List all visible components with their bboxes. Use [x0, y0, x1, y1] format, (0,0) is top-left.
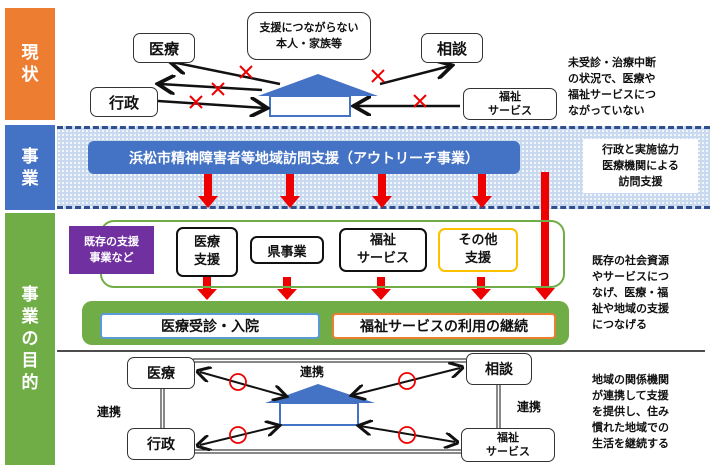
note-line: やサービスにつ — [592, 270, 669, 283]
node-consult-goal: 相談 — [466, 353, 532, 385]
node-admin-current: 行政 — [90, 87, 158, 117]
section-label-project: 事業 — [5, 125, 55, 210]
section-label-purpose: 事業の目的 — [5, 213, 55, 465]
house-body-current — [269, 95, 351, 117]
note-line: 既存の社会資源 — [592, 254, 669, 267]
section-label-current: 現状 — [5, 8, 55, 120]
project-title: 浜松市精神障害者等地域訪問支援（アウトリーチ事業） — [129, 150, 479, 167]
node-welfare-current: 福祉サービス — [463, 88, 557, 120]
note-line: 福祉サービスにつ — [568, 88, 656, 101]
note-line: 祉や地域の支援 — [592, 302, 669, 315]
node-welfare-current-label-2: サービス — [488, 104, 532, 117]
note-line: ながっていない — [568, 104, 645, 117]
house-roof-current — [258, 74, 378, 96]
link-label-left: 連携 — [97, 405, 122, 419]
section-label-current-text: 現状 — [21, 43, 39, 85]
note-line: なげ、医療・福 — [592, 286, 669, 299]
note-line: 未受診・治療中断 — [568, 56, 656, 69]
note-existing: 既存の社会資源 やサービスにつ なげ、医療・福 祉や地域の支援 につなげる — [592, 253, 669, 333]
node-medical-current: 医療 — [133, 33, 195, 63]
note-line: を提供し、住み — [592, 405, 669, 418]
disconnect-marks — [189, 65, 427, 109]
node-welfare-current-label-1: 福祉 — [499, 90, 521, 103]
note-current: 未受診・治療中断 の状況で、医療や 福祉サービスにつ ながっていない — [568, 55, 656, 119]
note-line: が連携して支援 — [592, 389, 669, 402]
flow-arrows — [197, 172, 555, 300]
support-welfare-line-1: 福祉 — [369, 233, 396, 248]
support-prefecture-label: 県事業 — [267, 244, 307, 260]
note-line: につなげる — [592, 318, 647, 331]
note-line: 慣れた地域での — [592, 421, 669, 434]
support-other: その他支援 — [438, 228, 518, 272]
support-medical-line-2: 支援 — [193, 253, 220, 268]
node-admin-current-label: 行政 — [108, 93, 139, 112]
link-label-center: 連携 — [300, 365, 325, 379]
outcome-welfare-label: 福祉サービスの利用の継続 — [360, 319, 528, 335]
node-consult-goal-label: 相談 — [485, 362, 513, 378]
connect-marks — [229, 372, 416, 444]
existing-label-line-1: 既存の支援 — [84, 235, 139, 248]
outcome-welfare: 福祉サービスの利用の継続 — [332, 313, 556, 339]
section-label-project-text: 事業 — [21, 146, 39, 189]
node-medical-current-label: 医療 — [148, 39, 179, 58]
note-line: の状況で、医療や — [568, 72, 656, 85]
house-body-goal — [279, 402, 359, 426]
support-other-line-1: その他 — [458, 233, 498, 248]
link-label-right: 連携 — [517, 400, 542, 414]
support-medical-line-1: 医療 — [193, 235, 220, 250]
house-roof-goal — [265, 384, 375, 403]
node-welfare-goal-label-2: サービス — [486, 445, 530, 458]
outcome-medical: 医療受診・入院 — [100, 313, 320, 339]
node-medical-goal: 医療 — [127, 357, 195, 389]
project-title-bar: 浜松市精神障害者等地域訪問支援（アウトリーチ事業） — [88, 141, 520, 174]
note-line: 医療機関による — [602, 159, 679, 172]
note-line: 訪問支援 — [618, 175, 663, 188]
note-goal: 地域の関係機関 が連携して支援 を提供し、住み 慣れた地域での 生活を継続する — [592, 372, 669, 452]
speech-bubble: 支援につながらない本人・家族等 — [247, 12, 371, 60]
note-line: 生活を継続する — [592, 437, 669, 450]
support-welfare: 福祉サービス — [339, 228, 427, 272]
note-line: 地域の関係機関 — [592, 373, 669, 386]
node-consult-current-label: 相談 — [436, 39, 467, 58]
support-other-line-2: 支援 — [464, 251, 491, 266]
node-consult-current: 相談 — [421, 33, 483, 63]
note-line: 行政と実施協力 — [602, 143, 679, 156]
section-label-purpose-text: 事業の目的 — [21, 285, 39, 393]
support-welfare-line-2: サービス — [356, 251, 409, 266]
support-medical: 医療支援 — [176, 227, 238, 277]
note-project: 行政と実施協力 医療機関による 訪問支援 — [583, 139, 698, 193]
existing-label-line-2: 事業など — [89, 251, 134, 264]
node-welfare-goal-label-1: 福祉 — [497, 431, 519, 444]
support-prefecture: 県事業 — [250, 236, 324, 264]
node-medical-goal-label: 医療 — [147, 366, 175, 382]
node-admin-goal: 行政 — [127, 428, 195, 460]
outcome-medical-label: 医療受診・入院 — [161, 319, 259, 335]
node-welfare-goal: 福祉サービス — [461, 428, 555, 462]
node-admin-goal-label: 行政 — [147, 437, 175, 453]
existing-supports-label: 既存の支援 事業など — [69, 226, 154, 274]
speech-bubble-text: 支援につながらない本人・家族等 — [259, 21, 359, 50]
